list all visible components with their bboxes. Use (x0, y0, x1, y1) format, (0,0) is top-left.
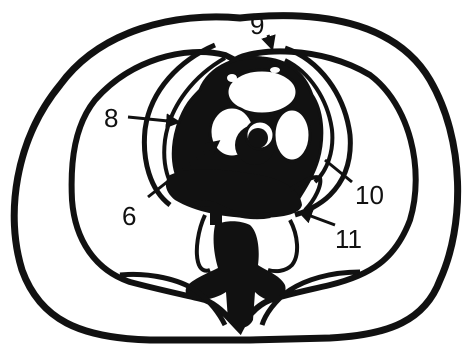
chamber-right (274, 109, 310, 161)
heart-gap-2 (270, 67, 280, 73)
right-pleura-curve (268, 220, 297, 271)
label-6: 6 (122, 201, 136, 231)
left-pleura-curve (197, 215, 210, 271)
label-8: 8 (104, 103, 118, 133)
label-9: 9 (250, 10, 264, 40)
label-10: 10 (355, 180, 384, 210)
label-11: 11 (335, 224, 362, 254)
chamber-center-dark (248, 128, 268, 148)
pointer-9 (268, 35, 272, 48)
heart-gap-1 (227, 74, 237, 82)
pointer-11 (300, 212, 335, 225)
spine-neck (210, 205, 222, 225)
